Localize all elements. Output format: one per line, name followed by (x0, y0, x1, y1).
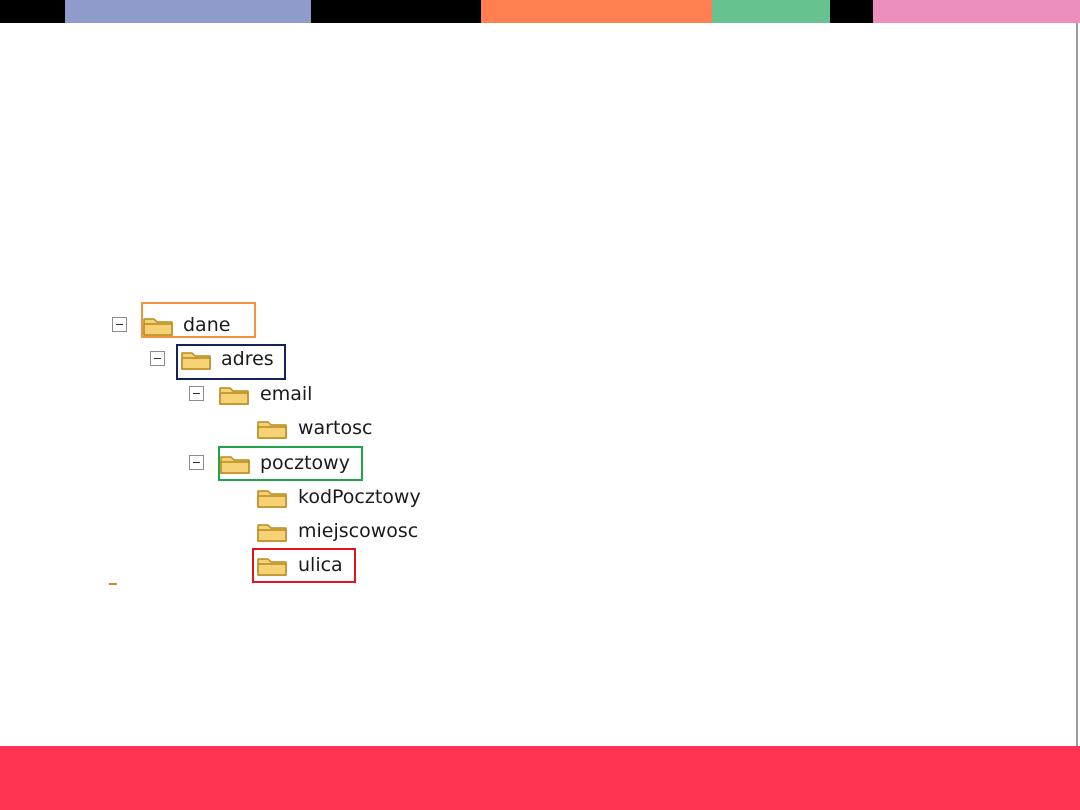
top-bar-segment (311, 0, 481, 23)
top-bar-segment (873, 0, 1080, 23)
tree-item-dane[interactable]: dane (112, 311, 257, 339)
top-bar-segment (481, 0, 712, 23)
collapse-toggle-icon[interactable] (150, 351, 165, 366)
tree-item-ulica[interactable]: ulica (255, 551, 355, 579)
tree-item-kodPocztowy[interactable]: kodPocztowy (255, 483, 435, 511)
top-color-bar (0, 0, 1080, 23)
folder-icon (257, 490, 287, 508)
folder-icon (181, 352, 211, 370)
text-cursor-mark (109, 583, 117, 585)
folder-icon (257, 524, 287, 542)
highlight-box-pocztowy (218, 446, 363, 481)
tree-item-label: dane (183, 314, 231, 336)
collapse-toggle-icon[interactable] (189, 455, 204, 470)
collapse-toggle-icon[interactable] (189, 386, 204, 401)
collapse-toggle-icon[interactable] (112, 317, 127, 332)
folder-icon (220, 456, 250, 474)
folder-icon (257, 421, 287, 439)
top-bar-segment (830, 0, 873, 23)
tree-item-label: email (260, 383, 313, 405)
tree-item-adres[interactable]: adres (150, 345, 290, 373)
tree-item-miejscowosc[interactable]: miejscowosc (255, 517, 430, 545)
folder-icon (143, 318, 173, 336)
tree-item-email[interactable]: email (189, 380, 319, 408)
top-bar-segment (65, 0, 311, 23)
folder-icon (257, 558, 287, 576)
highlight-box-adres (176, 344, 286, 380)
highlight-box-ulica (252, 548, 356, 583)
tree-item-label: wartosc (298, 417, 373, 439)
tree-item-label: adres (221, 348, 274, 370)
tree-item-label: ulica (298, 554, 343, 576)
tree-item-label: kodPocztowy (298, 486, 421, 508)
folder-icon (219, 387, 249, 405)
bottom-color-band (0, 746, 1080, 810)
top-bar-segment (712, 0, 830, 23)
top-bar-segment (0, 0, 65, 23)
tree-item-wartosc[interactable]: wartosc (255, 414, 385, 442)
tree-item-label: pocztowy (260, 452, 350, 474)
right-border-line (1076, 23, 1078, 746)
tree-item-pocztowy[interactable]: pocztowy (189, 449, 364, 477)
tree-item-label: miejscowosc (298, 520, 419, 542)
highlight-box-dane (141, 302, 256, 338)
